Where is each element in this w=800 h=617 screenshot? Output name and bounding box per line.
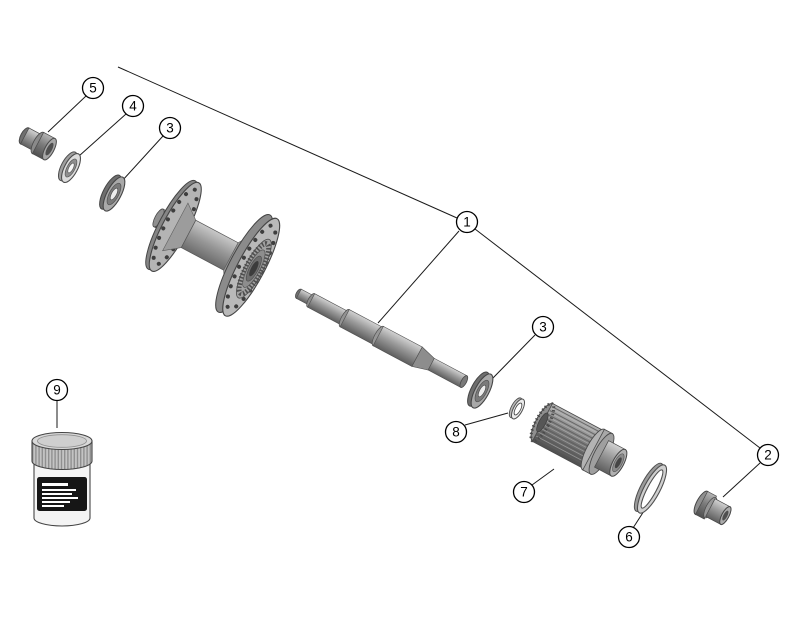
leader-line-3-left	[121, 135, 164, 182]
hub-axle	[295, 288, 469, 388]
callout-8: 8	[444, 420, 468, 444]
spacer-ring	[508, 397, 526, 420]
freehub-end-splines	[529, 402, 556, 443]
callouts-layer: 5 4 3 1 3 8 7 6	[45, 76, 780, 549]
span-line-assembly-right	[474, 228, 761, 449]
callout-1-label: 1	[463, 215, 471, 230]
left-axle-end-cap	[18, 127, 57, 161]
callout-6-label: 6	[625, 530, 633, 545]
leader-lines	[47, 66, 761, 529]
callout-9-label: 9	[53, 383, 61, 398]
leader-line-5	[47, 95, 87, 133]
leader-line-4	[78, 113, 127, 157]
cone-washer	[57, 151, 82, 184]
leader-line-6	[632, 510, 645, 529]
callout-4: 4	[121, 94, 145, 118]
callout-3-right: 3	[531, 315, 555, 339]
centerlock-splines	[236, 241, 272, 297]
right-seal-ring	[467, 371, 494, 409]
grease-container	[31, 431, 93, 527]
callout-3-left-label: 3	[166, 121, 174, 136]
freehub-spline-ridges	[534, 406, 603, 466]
callout-9: 9	[45, 378, 69, 402]
callout-7-label: 7	[520, 485, 528, 500]
callout-3-left: 3	[158, 116, 182, 140]
right-axle-end-cap	[693, 490, 732, 526]
callout-2: 2	[756, 443, 780, 467]
callout-2-label: 2	[764, 448, 772, 463]
grease-jar-label-text-lines	[42, 483, 78, 507]
callout-1: 1	[455, 210, 479, 234]
callout-6: 6	[617, 525, 641, 549]
o-ring	[633, 462, 668, 514]
callout-5-label: 5	[89, 81, 97, 96]
left-seal-ring	[99, 174, 126, 212]
leader-line-1	[377, 230, 460, 324]
callout-8-label: 8	[452, 425, 460, 440]
hub-shell	[145, 179, 281, 317]
leader-line-7	[531, 468, 555, 486]
freehub-body	[529, 402, 628, 477]
leader-line-2	[722, 462, 761, 498]
callout-7: 7	[512, 480, 536, 504]
callout-4-label: 4	[129, 99, 137, 114]
parts-layer	[18, 127, 732, 527]
callout-3-right-label: 3	[539, 320, 547, 335]
leader-line-8	[464, 412, 509, 426]
span-line-assembly-left	[117, 66, 458, 219]
callout-5: 5	[81, 76, 105, 100]
leader-line-3-right	[491, 334, 536, 380]
